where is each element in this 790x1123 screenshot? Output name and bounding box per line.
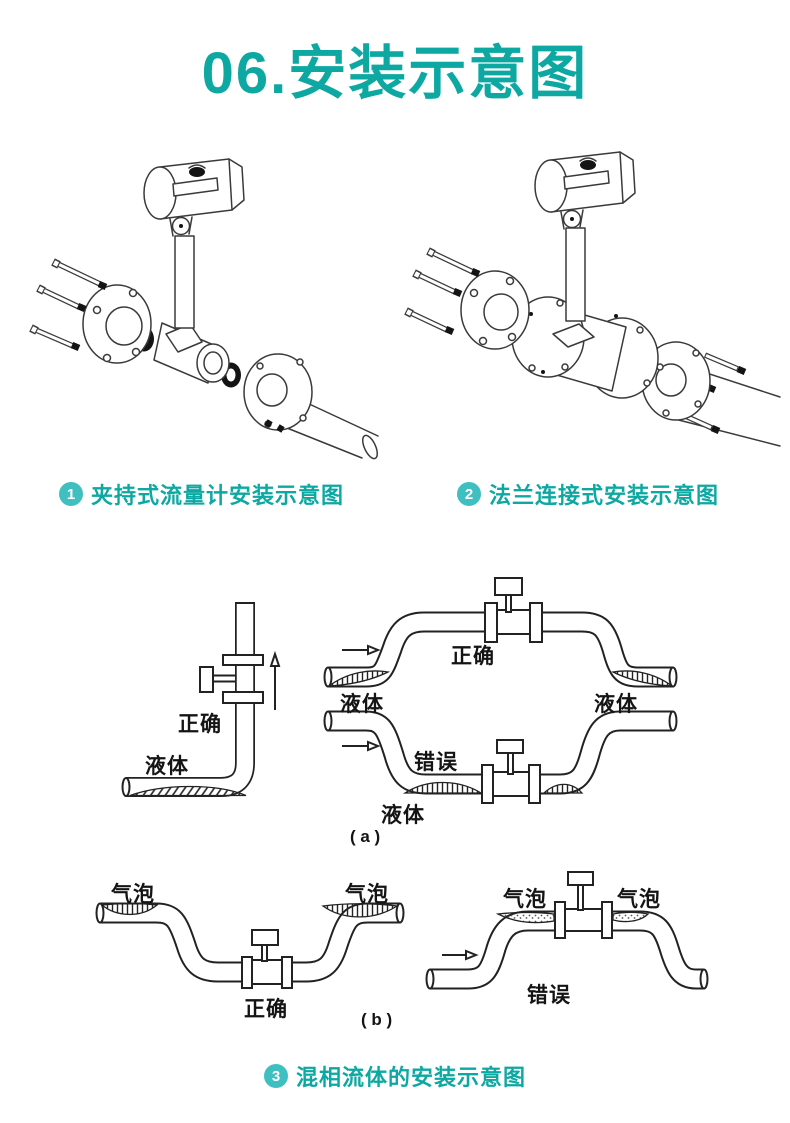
caption-mixed: 3 混相流体的安装示意图 <box>0 1060 790 1092</box>
caption-number-badge: 3 <box>263 1064 288 1088</box>
caption-text: 夹持式流量计安装示意图 <box>91 483 345 508</box>
flow-meter <box>554 871 613 939</box>
bolt-icon <box>36 284 87 312</box>
hatch-liquid <box>129 785 247 797</box>
flow-arrow-icon <box>442 949 479 961</box>
caption-clamp: 1 夹持式流量计安装示意图 <box>59 478 344 510</box>
label-bubble: 气泡 <box>503 888 547 911</box>
flow-arrow-icon <box>342 740 381 752</box>
flange-disc <box>460 270 530 350</box>
bolt-icon <box>703 352 747 375</box>
label-wrong: 错误 <box>414 751 458 774</box>
page-title: 06.安装示意图 <box>201 41 589 106</box>
label-liquid: 液体 <box>145 755 189 778</box>
bubble-region <box>612 911 650 923</box>
bolt-icon <box>29 324 81 351</box>
flow-meter <box>481 739 541 804</box>
flow-arrow-icon <box>342 644 381 656</box>
diagram-b-tag: ( b ) <box>361 1010 393 1029</box>
figure-flange-install <box>404 151 781 447</box>
diagram-b-dip <box>95 902 405 989</box>
transmitter <box>534 151 636 213</box>
bubble-region <box>321 903 399 918</box>
flow-arrow-icon <box>269 650 281 710</box>
diagram-b-hump <box>425 871 709 990</box>
meter-stem <box>552 209 595 348</box>
meter-stem <box>165 216 203 353</box>
label-bubble: 气泡 <box>345 883 389 906</box>
diagram-a-loop <box>323 577 678 804</box>
hatch-liquid <box>402 781 484 794</box>
bubble-region <box>100 902 159 916</box>
label-liquid: 液体 <box>381 804 425 827</box>
caption-flange: 2 法兰连接式安装示意图 <box>457 478 719 510</box>
label-correct: 正确 <box>178 713 222 736</box>
figure-clamp-install <box>29 158 379 460</box>
label-wrong: 错误 <box>527 984 571 1007</box>
flow-meter <box>199 654 264 704</box>
caption-text: 法兰连接式安装示意图 <box>489 483 720 508</box>
hatch-liquid <box>542 783 584 794</box>
bolt-icon <box>51 258 108 290</box>
caption-number-badge: 1 <box>59 482 83 506</box>
hatch-liquid <box>610 670 675 687</box>
flange-disc <box>82 284 152 364</box>
label-bubble: 气泡 <box>111 883 155 906</box>
label-correct: 正确 <box>451 645 495 668</box>
pipe <box>121 602 255 797</box>
label-liquid: 液体 <box>594 693 638 716</box>
diagram-a-vertical <box>121 602 281 797</box>
label-bubble: 气泡 <box>617 888 661 911</box>
label-liquid: 液体 <box>340 693 384 716</box>
bolt-icon <box>412 269 463 297</box>
flow-meter <box>241 929 293 989</box>
hatch-liquid <box>326 670 391 687</box>
flange-disc <box>641 341 711 421</box>
label-correct: 正确 <box>244 998 288 1021</box>
bolt-icon <box>404 307 455 335</box>
bolt-icon <box>426 247 481 277</box>
flow-meter <box>484 577 543 643</box>
caption-number-badge: 2 <box>457 482 481 506</box>
flange-disc <box>243 353 313 433</box>
diagram-a-tag: ( a ) <box>350 827 381 846</box>
caption-text: 混相流体的安装示意图 <box>295 1065 526 1090</box>
transmitter <box>143 158 245 220</box>
